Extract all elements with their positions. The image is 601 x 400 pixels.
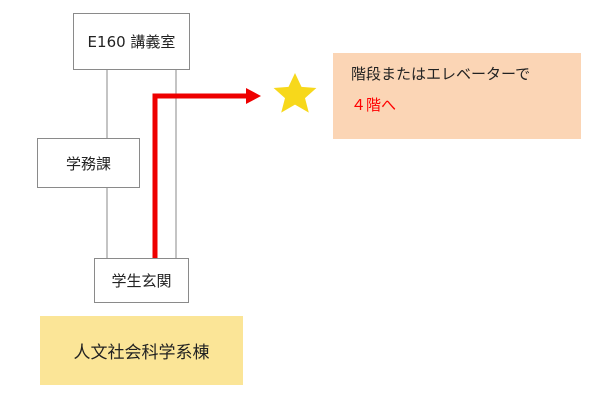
lecture-room-label: E160 講義室 [87, 33, 176, 51]
academic-affairs-box: 学務課 [37, 138, 140, 188]
directions-note: 階段またはエレベーターで ４階へ [333, 53, 581, 139]
directions-note-line2: ４階へ [351, 96, 397, 114]
route-arrowhead [246, 88, 261, 104]
student-entrance-box: 学生玄関 [94, 258, 189, 303]
building-label-box: 人文社会科学系棟 [40, 316, 243, 385]
lecture-room-box: E160 講義室 [73, 13, 190, 70]
student-entrance-label: 学生玄関 [111, 272, 172, 290]
star-icon [273, 73, 317, 113]
building-label: 人文社会科学系棟 [73, 343, 210, 363]
directions-note-line1: 階段またはエレベーターで [351, 65, 531, 83]
academic-affairs-label: 学務課 [65, 154, 111, 173]
route-arrow-line [152, 93, 248, 258]
